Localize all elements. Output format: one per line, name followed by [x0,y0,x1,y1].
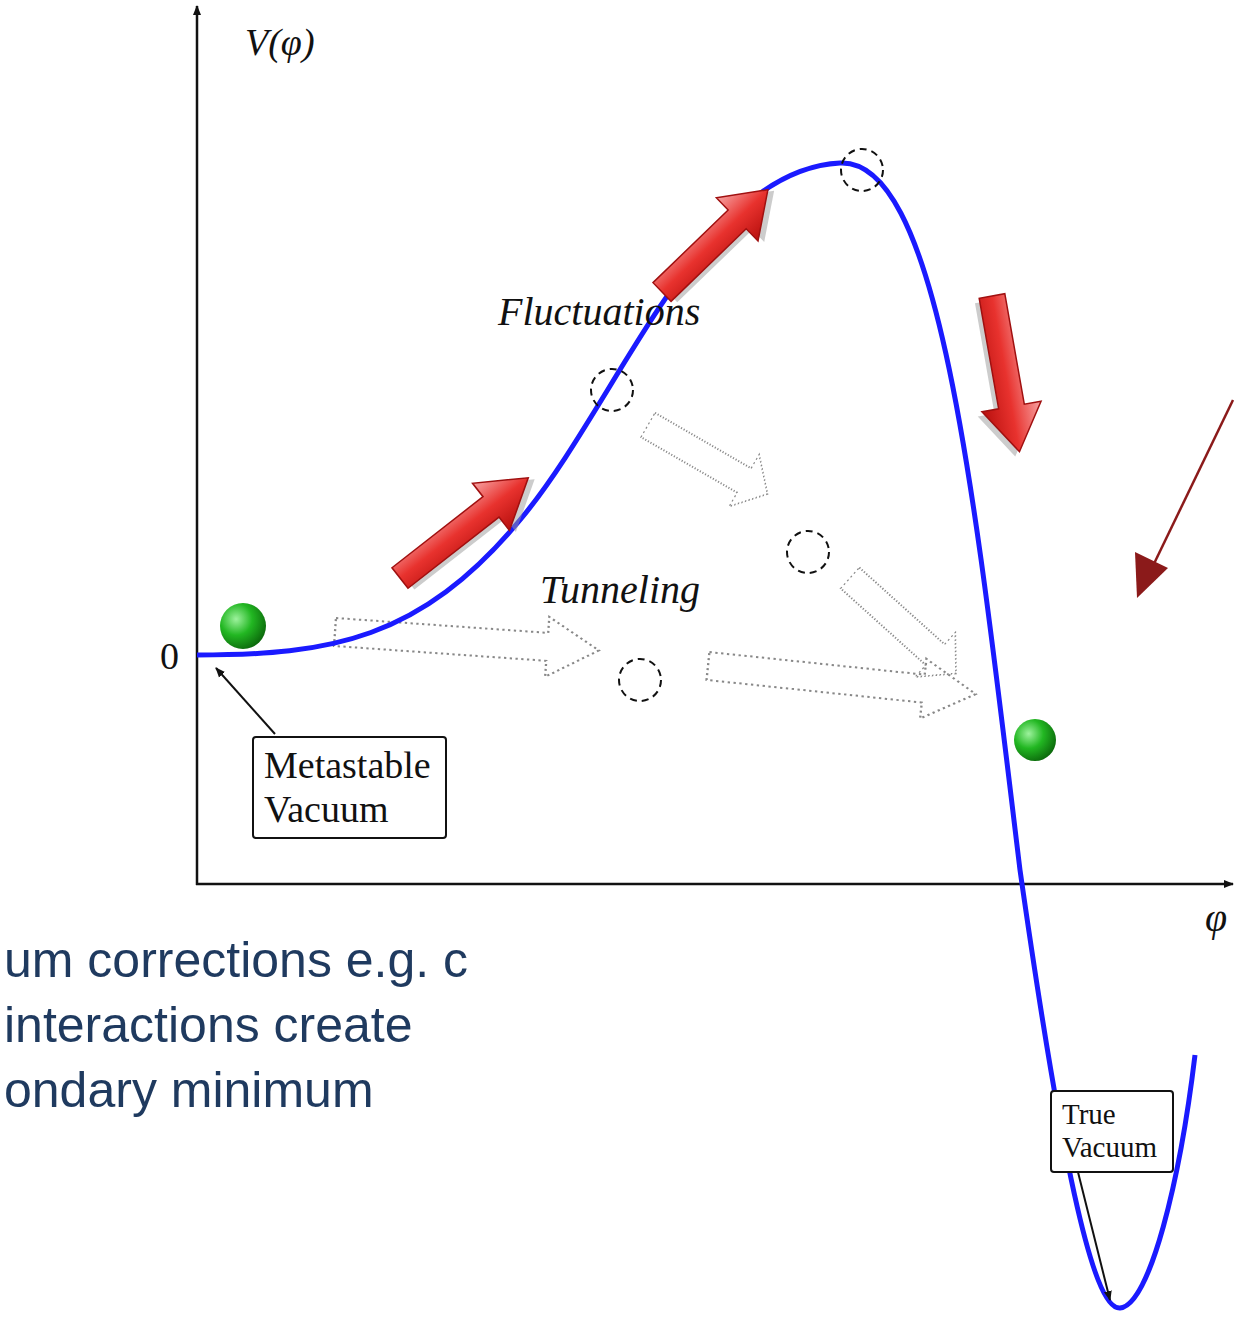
potential-curve [197,163,1195,1308]
axis-label: V(φ) [245,20,315,64]
fluctuation-arrow [958,291,1050,462]
y-axis [196,6,199,885]
field-ball [1014,719,1056,761]
box-label: True Vacuum [1062,1098,1162,1165]
tunneling-arrow [830,556,976,696]
axis-value: 0 [160,634,179,678]
process-label: Fluctuations [498,288,700,335]
leader-line [216,668,275,734]
axis-label: φ [1205,894,1227,941]
annotation-text: um corrections e.g. c interactions creat… [4,928,524,1123]
ghost-positions [591,149,883,701]
x-axis [196,883,1233,886]
process-label: Tunneling [540,566,700,613]
leader-line [1078,1172,1110,1300]
fluctuation-arrow [382,452,554,606]
field-ball [220,603,266,649]
tunneling-arrow [333,602,601,680]
tunneling-arrow [633,399,783,520]
pointer-head [1135,552,1168,598]
vacuum-box: Metastable Vacuum [252,736,447,839]
tunneling-arrow [705,636,979,724]
box-label: Metastable Vacuum [264,744,435,831]
pointer-arrow [1150,400,1233,572]
vacuum-box: True Vacuum [1050,1090,1174,1173]
